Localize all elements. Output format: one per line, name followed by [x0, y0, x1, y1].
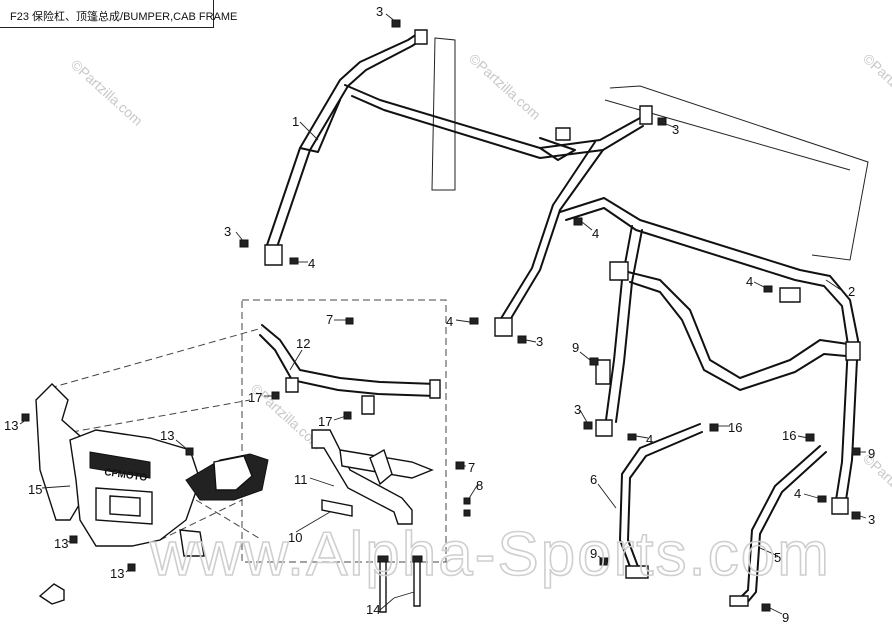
- leader-lines: [19, 13, 867, 615]
- callout-9: 9: [572, 340, 579, 355]
- callout-17: 17: [318, 414, 332, 429]
- callout-9: 9: [868, 446, 875, 461]
- callout-16: 16: [728, 420, 742, 435]
- callout-4: 4: [646, 432, 653, 447]
- diagram-title: F23 保险杠、顶篷总成/BUMPER,CAB FRAME: [0, 0, 237, 28]
- callout-3: 3: [574, 402, 581, 417]
- callout-4: 4: [308, 256, 315, 271]
- watermark-partzilla: ©Partzilla.com: [860, 50, 892, 122]
- callout-9: 9: [782, 610, 789, 625]
- watermark-partzilla: ©Partzilla.com: [466, 50, 544, 122]
- callout-4: 4: [794, 486, 801, 501]
- watermark-partzilla: ©Partzilla.com: [68, 56, 146, 128]
- bumper-tube: [259, 324, 441, 415]
- cab-frame-rear: [264, 29, 653, 337]
- callout-3: 3: [224, 224, 231, 239]
- callout-4: 4: [746, 274, 753, 289]
- brace-arms: [619, 423, 827, 607]
- callout-13: 13: [160, 428, 174, 443]
- callout-14: 14: [366, 602, 380, 617]
- callout-5: 5: [774, 550, 781, 565]
- callout-7: 7: [326, 312, 333, 327]
- callout-3: 3: [672, 122, 679, 137]
- callout-15: 15: [28, 482, 42, 497]
- callout-17: 17: [248, 390, 262, 405]
- cab-frame-front: [559, 197, 861, 515]
- callout-3: 3: [376, 4, 383, 19]
- callout-13: 13: [54, 536, 68, 551]
- watermark-alpha-sports: www.Alpha-Sports.com: [149, 520, 831, 589]
- callout-4: 4: [446, 314, 453, 329]
- callout-4: 4: [592, 226, 599, 241]
- callout-13: 13: [110, 566, 124, 581]
- callout-2: 2: [848, 284, 855, 299]
- callout-3: 3: [868, 512, 875, 527]
- bolts: [377, 555, 423, 613]
- callout-6: 6: [590, 472, 597, 487]
- callout-16: 16: [782, 428, 796, 443]
- callout-12: 12: [296, 336, 310, 351]
- callout-9: 9: [590, 546, 597, 561]
- front-bumper-panel: CFMOTO: [35, 383, 269, 557]
- callout-8: 8: [476, 478, 483, 493]
- callout-7: 7: [468, 460, 475, 475]
- callout-numbers: 1 2 3 3 3 3 3 3 4 4 4 4 4 4 5 6 7 7 8 9 …: [4, 4, 875, 625]
- callout-11: 11: [294, 472, 308, 487]
- callout-13: 13: [4, 418, 18, 433]
- callout-1: 1: [292, 114, 299, 129]
- bumper-group-outline: [49, 299, 447, 563]
- fasteners: [21, 19, 861, 612]
- callout-10: 10: [288, 530, 302, 545]
- watermark-partzilla: ©Partzilla.com: [860, 450, 892, 522]
- callout-3: 3: [536, 334, 543, 349]
- bumper-bracket: [311, 429, 434, 525]
